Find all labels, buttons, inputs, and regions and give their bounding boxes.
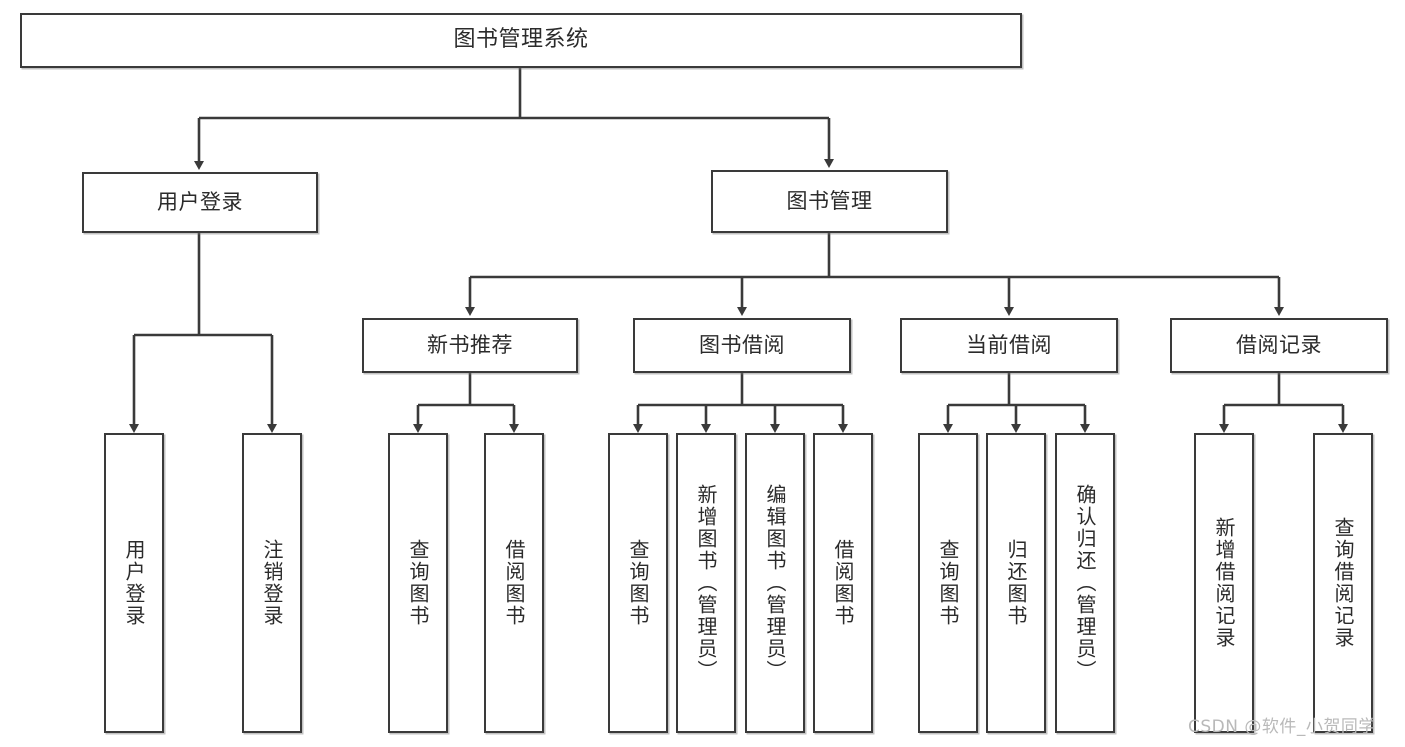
node-label: 当前借阅	[966, 332, 1052, 357]
node-leaf-confirm-return-admin[interactable]: 确认归还（管理员）	[1055, 433, 1115, 733]
node-leaf-query-book[interactable]: 查询图书	[608, 433, 668, 733]
node-leaf-user-logout[interactable]: 注销登录	[242, 433, 302, 733]
node-leaf-query-borrow-record[interactable]: 查询借阅记录	[1313, 433, 1373, 733]
node-label: 新书推荐	[427, 332, 513, 357]
node-label: 新增借阅记录	[1212, 517, 1236, 649]
node-leaf-add-borrow-record[interactable]: 新增借阅记录	[1194, 433, 1254, 733]
node-label: 图书借阅	[699, 332, 785, 357]
node-label: 查询借阅记录	[1331, 517, 1355, 649]
node-leaf-query-book-rec[interactable]: 查询图书	[388, 433, 448, 733]
node-label: 注销登录	[260, 539, 284, 627]
node-new-book-recommendation[interactable]: 新书推荐	[362, 318, 578, 373]
node-label: 确认归还（管理员）	[1073, 484, 1097, 682]
node-label: 编辑图书（管理员）	[763, 484, 787, 682]
node-leaf-user-login[interactable]: 用户登录	[104, 433, 164, 733]
node-label: 借阅图书	[502, 539, 526, 627]
node-label: 查询图书	[936, 539, 960, 627]
node-leaf-add-book-admin[interactable]: 新增图书（管理员）	[676, 433, 736, 733]
node-user-login[interactable]: 用户登录	[82, 172, 318, 233]
node-leaf-borrow-book[interactable]: 借阅图书	[813, 433, 873, 733]
watermark-text: CSDN @软件_小贺同学	[1188, 717, 1376, 737]
node-label: 查询图书	[626, 539, 650, 627]
node-label: 新增图书（管理员）	[694, 484, 718, 682]
node-label: 用户登录	[157, 189, 243, 214]
node-label: 图书管理系统	[453, 27, 589, 53]
node-label: 借阅记录	[1236, 332, 1322, 357]
node-label: 归还图书	[1004, 539, 1028, 627]
node-book-borrowing[interactable]: 图书借阅	[633, 318, 851, 373]
node-label: 用户登录	[122, 539, 146, 627]
node-borrowing-record[interactable]: 借阅记录	[1170, 318, 1388, 373]
node-book-management[interactable]: 图书管理	[711, 170, 948, 233]
node-label: 图书管理	[786, 188, 873, 213]
node-label: 借阅图书	[831, 539, 855, 627]
node-leaf-borrow-book-rec[interactable]: 借阅图书	[484, 433, 544, 733]
node-leaf-query-book-current[interactable]: 查询图书	[918, 433, 978, 733]
node-leaf-return-book[interactable]: 归还图书	[986, 433, 1046, 733]
node-label: 查询图书	[406, 539, 430, 627]
node-current-borrowing[interactable]: 当前借阅	[900, 318, 1118, 373]
node-leaf-edit-book-admin[interactable]: 编辑图书（管理员）	[745, 433, 805, 733]
node-root-system[interactable]: 图书管理系统	[20, 13, 1022, 68]
